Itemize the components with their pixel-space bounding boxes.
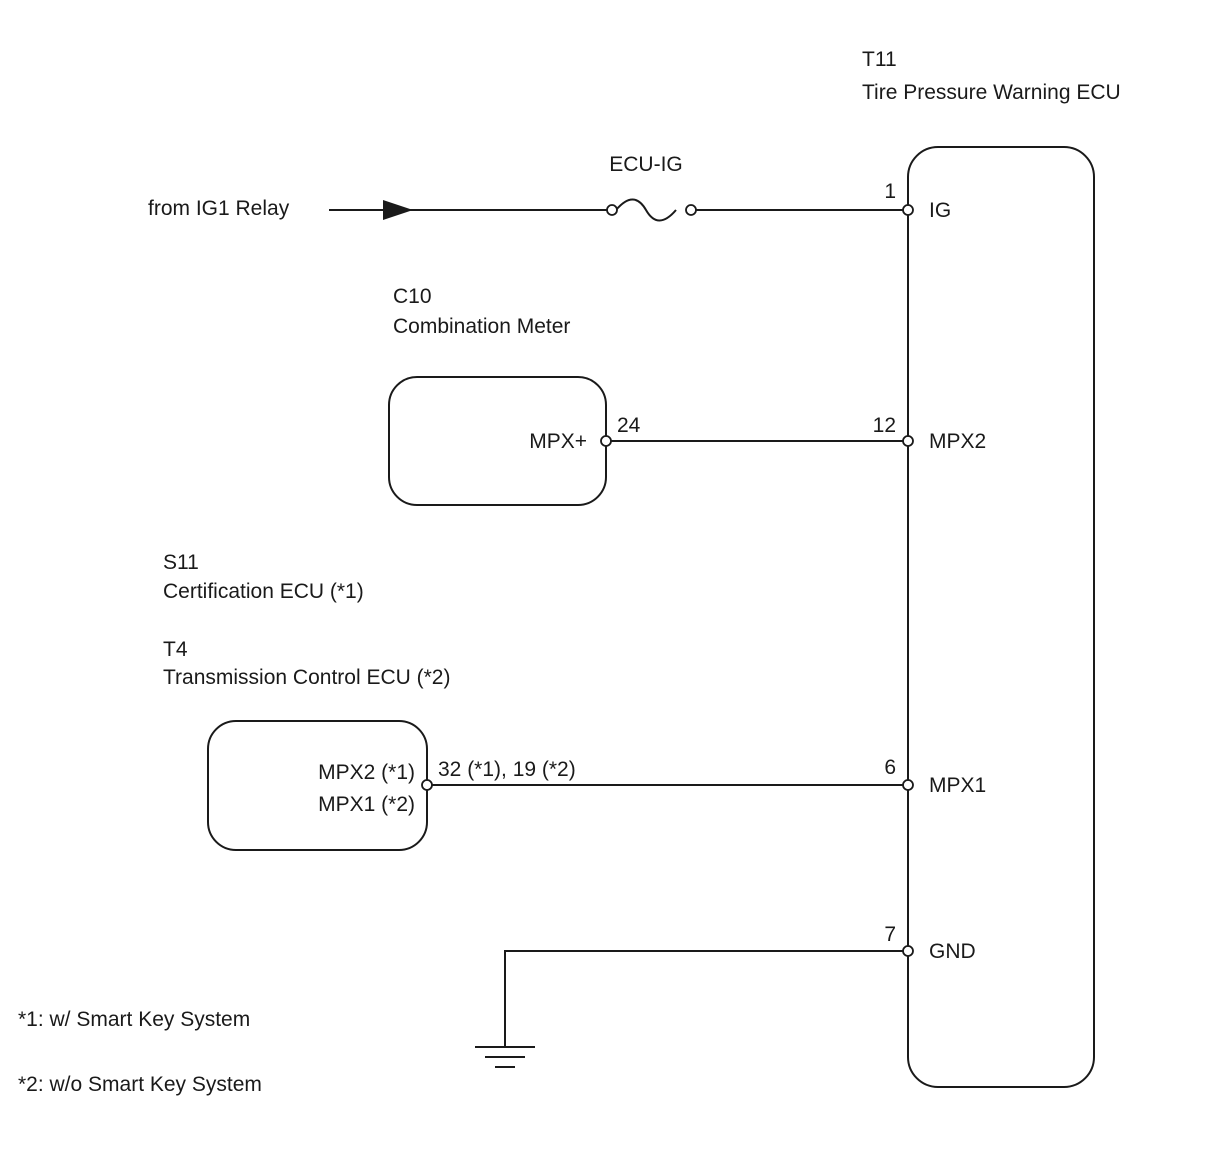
fuse-terminal-right bbox=[685, 204, 697, 216]
main-ecu-box bbox=[907, 146, 1095, 1088]
fuse-label: ECU-IG bbox=[609, 153, 683, 176]
main-ecu-connector: T11 bbox=[862, 48, 897, 71]
transmission-ecu-terminal bbox=[421, 779, 433, 791]
pin-gnd-name: GND bbox=[929, 940, 976, 963]
ground-icon bbox=[475, 1046, 535, 1068]
note-2: *2: w/o Smart Key System bbox=[18, 1073, 262, 1096]
pin-ig-terminal bbox=[902, 204, 914, 216]
pin-ig-number: 1 bbox=[884, 180, 896, 203]
certification-ecu-connector: S11 bbox=[163, 551, 199, 574]
transmission-ecu-name: Transmission Control ECU (*2) bbox=[163, 666, 450, 689]
gnd-wire bbox=[504, 950, 903, 1047]
note-1: *1: w/ Smart Key System bbox=[18, 1008, 250, 1031]
pin-gnd-terminal bbox=[902, 945, 914, 957]
combination-meter-pin-number: 24 bbox=[617, 414, 641, 437]
main-ecu-name: Tire Pressure Warning ECU bbox=[862, 81, 1121, 104]
transmission-ecu-pin-number: 32 (*1), 19 (*2) bbox=[438, 758, 576, 781]
fuse-terminal-left bbox=[606, 204, 618, 216]
transmission-ecu-box bbox=[207, 720, 428, 851]
pin-mpx2-name: MPX2 bbox=[929, 430, 986, 453]
combination-meter-name: Combination Meter bbox=[393, 315, 570, 338]
transmission-ecu-connector: T4 bbox=[163, 638, 188, 661]
combination-meter-terminal bbox=[600, 435, 612, 447]
combination-meter-connector: C10 bbox=[393, 285, 432, 308]
transmission-ecu-pin-label-2: MPX1 (*2) bbox=[318, 793, 415, 816]
power-arrow-icon bbox=[383, 200, 413, 220]
power-source-label: from IG1 Relay bbox=[148, 197, 290, 220]
combination-meter-pin-label: MPX+ bbox=[529, 430, 587, 453]
pin-mpx1-name: MPX1 bbox=[929, 774, 986, 797]
pin-gnd-number: 7 bbox=[884, 923, 896, 946]
pin-mpx1-number: 6 bbox=[884, 756, 896, 779]
transmission-ecu-pin-label-1: MPX2 (*1) bbox=[318, 761, 415, 784]
certification-ecu-name: Certification ECU (*1) bbox=[163, 580, 364, 603]
pin-mpx1-terminal bbox=[902, 779, 914, 791]
pin-mpx2-terminal bbox=[902, 435, 914, 447]
fuse-icon bbox=[615, 198, 677, 222]
pin-ig-name: IG bbox=[929, 199, 951, 222]
pin-mpx2-number: 12 bbox=[873, 414, 896, 437]
